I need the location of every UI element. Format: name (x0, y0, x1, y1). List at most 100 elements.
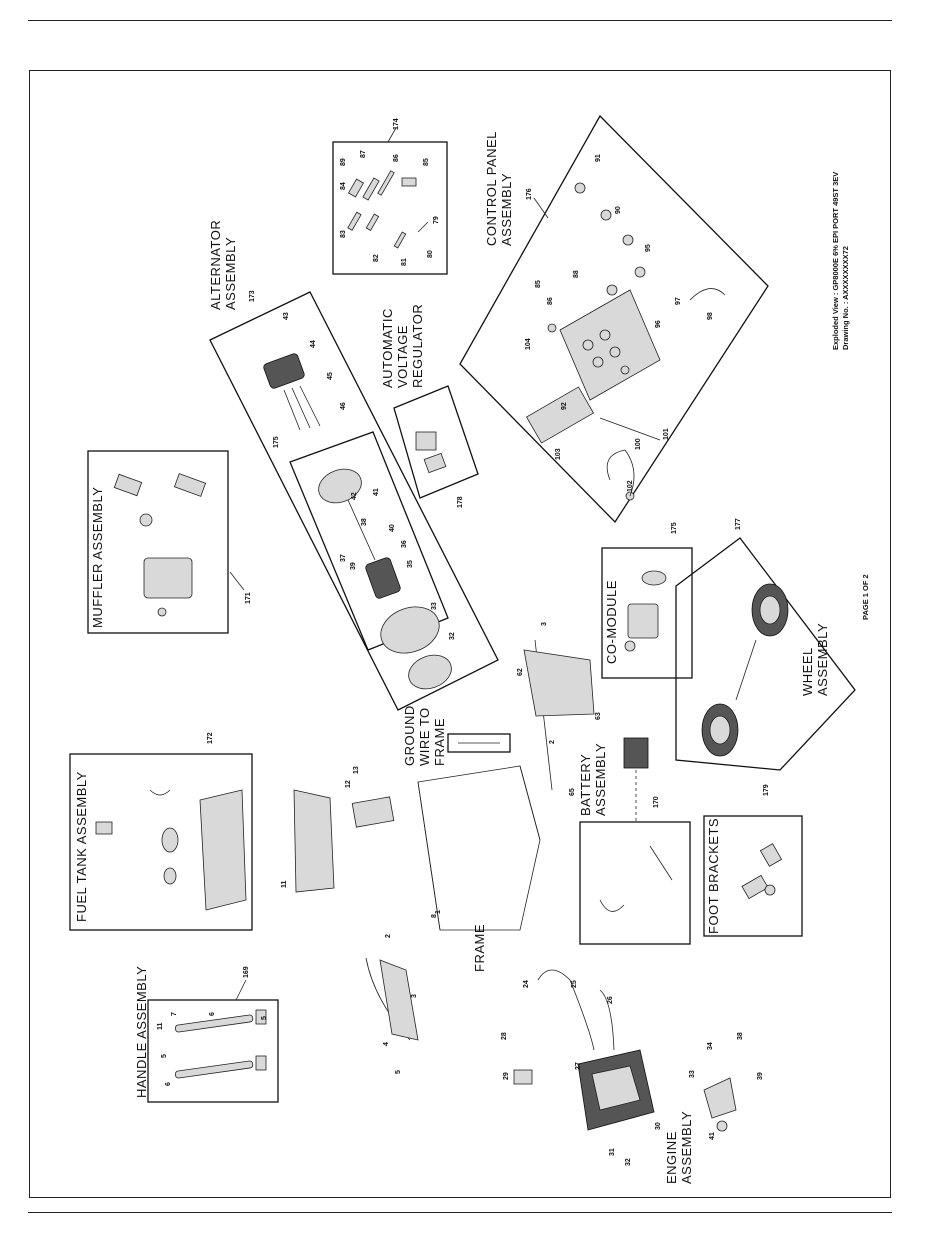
gasket-part (393, 231, 407, 249)
svg-text:WHEEL: WHEEL (800, 647, 815, 696)
svg-text:6: 6 (165, 1082, 172, 1086)
callout-foot-brackets: 179 (763, 784, 770, 796)
svg-text:HANDLE ASSEMBLY: HANDLE ASSEMBLY (134, 966, 149, 1098)
svg-text:5: 5 (395, 1070, 402, 1074)
svg-text:BATTERY: BATTERY (578, 754, 593, 816)
svg-text:88: 88 (573, 270, 580, 278)
svg-text:38: 38 (361, 518, 368, 526)
svg-text:82: 82 (373, 254, 380, 262)
svg-text:FRAME: FRAME (472, 924, 487, 972)
leader-line (235, 979, 247, 1001)
svg-text:102: 102 (627, 480, 634, 492)
svg-text:62: 62 (517, 668, 524, 676)
fuel-hose-part (537, 969, 595, 1051)
muffler-label: MUFFLER ASSEMBLY (90, 487, 105, 628)
handle-bracket-part (379, 959, 419, 1041)
base-pan-part (523, 649, 595, 717)
drawing-border (29, 70, 891, 1198)
foot-brackets-box (703, 815, 803, 937)
bracket-part (173, 473, 207, 497)
through-bolt (291, 387, 311, 429)
end-cover-part (263, 353, 305, 389)
avr-bracket-part (423, 452, 447, 474)
breather-hose-part (599, 989, 615, 1051)
handle-label: HANDLE ASSEMBLY (134, 966, 149, 1098)
callout-battery: 170 (653, 796, 660, 808)
svg-text:33: 33 (689, 1070, 696, 1078)
svg-text:ENGINE: ENGINE (664, 1131, 679, 1184)
rotor-part (365, 557, 401, 599)
svg-text:41: 41 (373, 488, 380, 496)
muffler-box (87, 450, 229, 634)
svg-text:42: 42 (351, 492, 358, 500)
page-number-block: PAGE 1 OF 2 (861, 574, 870, 620)
ground-wire-box (447, 733, 511, 753)
svg-text:104: 104 (525, 338, 532, 350)
svg-text:ASSEMBLY: ASSEMBLY (679, 1111, 694, 1184)
engine-label: ENGINE ASSEMBLY (664, 1111, 694, 1184)
svg-text:33: 33 (431, 602, 438, 610)
svg-text:32: 32 (449, 632, 456, 640)
svg-text:96: 96 (655, 320, 662, 328)
outlet-icon (592, 356, 604, 368)
rotor-shaft (347, 499, 376, 561)
handle-grip-part (174, 1014, 254, 1033)
svg-text:92: 92 (561, 402, 568, 410)
fuel-tank-box (69, 753, 253, 931)
svg-text:25: 25 (571, 980, 578, 988)
svg-text:GROUND: GROUND (402, 705, 417, 766)
svg-text:2: 2 (385, 934, 392, 938)
svg-text:30: 30 (655, 1122, 662, 1130)
gasket-part (347, 211, 362, 231)
svg-text:87: 87 (360, 150, 367, 158)
fuel-cap-part (161, 827, 179, 853)
heat-shield-part (113, 473, 143, 497)
gasket-part (377, 170, 395, 196)
svg-text:28: 28 (501, 1032, 508, 1040)
svg-text:91: 91 (595, 154, 602, 162)
wire-harness (606, 449, 635, 497)
ground-wire-label: GROUND WIRE TO FRAME (402, 705, 447, 766)
washer-part (764, 884, 776, 896)
svg-text:8: 8 (431, 914, 438, 918)
outlet-icon (599, 329, 611, 341)
callout-muffler: 171 (245, 592, 252, 604)
co-module-label: CO-MODULE (604, 580, 619, 664)
avr-label: AUTOMATIC VOLTAGE REGULATOR (380, 304, 425, 388)
handle-cap-part (255, 1055, 267, 1071)
svg-text:90: 90 (615, 206, 622, 214)
svg-text:45: 45 (327, 372, 334, 380)
mount-plate-part (351, 796, 395, 828)
svg-text:AUTOMATIC: AUTOMATIC (380, 308, 395, 388)
handle-cap-part (255, 1009, 267, 1025)
svg-text:31: 31 (609, 1148, 616, 1156)
svg-text:24: 24 (523, 980, 530, 988)
fan-part (408, 654, 452, 690)
callout-fuel-tank: 172 (207, 732, 214, 744)
svg-text:ASSEMBLY: ASSEMBLY (593, 743, 608, 816)
svg-text:41: 41 (709, 1132, 716, 1140)
svg-text:80: 80 (427, 250, 434, 258)
svg-text:100: 100 (635, 438, 642, 450)
svg-text:36: 36 (401, 540, 408, 548)
control-panel-plate (559, 289, 661, 401)
callout-avr: 178 (457, 496, 464, 508)
svg-text:89: 89 (340, 158, 347, 166)
svg-text:43: 43 (283, 312, 290, 320)
frame-label: FRAME (472, 924, 487, 972)
svg-text:34: 34 (707, 1042, 714, 1050)
header-rule (28, 20, 892, 21)
page-number: PAGE 1 OF 2 (861, 574, 870, 620)
svg-text:2: 2 (549, 740, 556, 744)
svg-text:32: 32 (625, 1158, 632, 1166)
harness-bar (599, 417, 661, 441)
wire-lead (689, 288, 726, 301)
bracket-part (401, 177, 417, 187)
fuel-line (149, 789, 171, 796)
alternator-box (209, 291, 499, 711)
side-panel-part (293, 789, 335, 893)
bearing-housing-part (318, 468, 362, 504)
svg-text:86: 86 (547, 297, 554, 305)
svg-text:79: 79 (433, 216, 440, 224)
